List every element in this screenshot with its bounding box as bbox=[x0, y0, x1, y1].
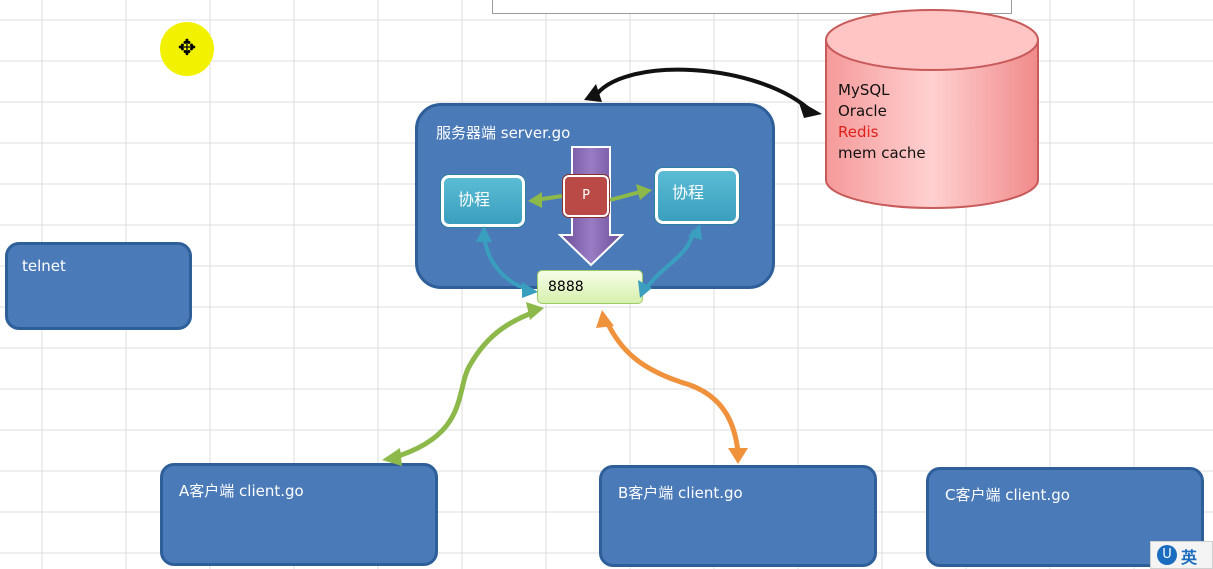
client-b-label: B客户端 client.go bbox=[618, 484, 743, 502]
right-coroutine-port-arrow bbox=[643, 229, 696, 292]
server-label: 服务器端 server.go bbox=[436, 124, 571, 142]
database-cylinder bbox=[825, 9, 1039, 209]
left-coroutine-port-arrow bbox=[482, 233, 531, 292]
client-a-box[interactable]: A客户端 client.go bbox=[160, 463, 438, 566]
client-b-port-arrow bbox=[603, 318, 741, 453]
telnet-label: telnet bbox=[22, 257, 66, 275]
coroutine-right-label: 协程 bbox=[672, 183, 705, 202]
client-a-port-arrow bbox=[391, 309, 535, 461]
processor-label: P bbox=[582, 188, 590, 203]
client-b-box[interactable]: B客户端 client.go bbox=[599, 465, 877, 567]
client-a-label: A客户端 client.go bbox=[179, 482, 304, 500]
database-item: MySQL bbox=[838, 81, 890, 99]
port-label: 8888 bbox=[548, 279, 584, 295]
db-connection-arrow bbox=[592, 67, 814, 114]
database-list: MySQL Oracle Redis mem cache bbox=[838, 80, 926, 164]
database-item-highlighted: Redis bbox=[838, 123, 879, 141]
database-item: Oracle bbox=[838, 102, 887, 120]
client-c-label: C客户端 client.go bbox=[945, 486, 1070, 504]
port-box[interactable]: 8888 bbox=[537, 270, 643, 304]
processor-box[interactable]: P bbox=[563, 175, 609, 217]
coroutine-left[interactable]: 协程 bbox=[441, 175, 525, 227]
move-cursor-icon: ✥ bbox=[160, 22, 214, 76]
top-text-box bbox=[492, 0, 1012, 14]
coroutine-right[interactable]: 协程 bbox=[655, 168, 739, 224]
ime-indicator[interactable]: U 英 bbox=[1150, 541, 1213, 569]
database-item: mem cache bbox=[838, 144, 926, 162]
telnet-box[interactable]: telnet bbox=[5, 242, 192, 330]
coroutine-left-label: 协程 bbox=[458, 190, 491, 209]
p-to-right-coroutine-arrow bbox=[609, 190, 641, 202]
ime-u-icon: U bbox=[1157, 545, 1177, 565]
ime-language-label: 英 bbox=[1181, 548, 1198, 567]
